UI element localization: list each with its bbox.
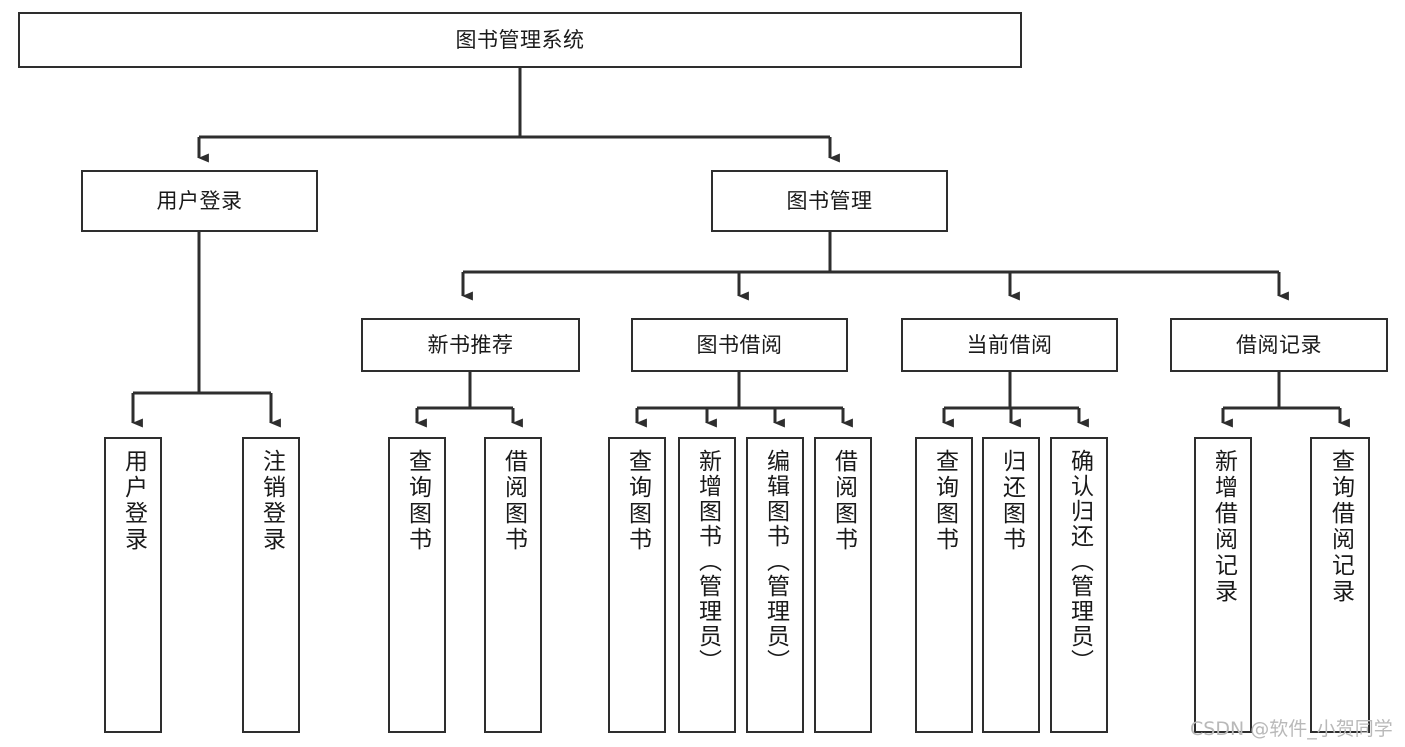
node-label: 图书管理系统 (455, 27, 585, 52)
node-book-management[interactable]: 图书管理 (711, 170, 948, 232)
leaf-return-book[interactable]: 归还图书 (982, 437, 1040, 733)
node-label: 用户登录 (120, 449, 147, 553)
leaf-query-book-new[interactable]: 查询图书 (388, 437, 446, 733)
node-label: 图书借阅 (696, 332, 783, 357)
watermark-csdn: CSDN @软件_小贺同学 (1190, 718, 1393, 740)
leaf-borrow-book[interactable]: 借阅图书 (814, 437, 872, 733)
node-book-borrowing[interactable]: 图书借阅 (631, 318, 848, 372)
node-label: 查询图书 (931, 449, 958, 553)
node-current-borrowing[interactable]: 当前借阅 (901, 318, 1118, 372)
node-borrowing-records[interactable]: 借阅记录 (1170, 318, 1388, 372)
node-label: 借阅图书 (830, 449, 857, 553)
leaf-logout[interactable]: 注销登录 (242, 437, 300, 733)
node-user-login[interactable]: 用户登录 (81, 170, 318, 232)
node-root-book-management-system[interactable]: 图书管理系统 (18, 12, 1022, 68)
node-label: 编辑图书（管理员） (762, 449, 789, 674)
leaf-query-borrow-record[interactable]: 查询借阅记录 (1310, 437, 1370, 733)
node-label: 新增图书（管理员） (694, 449, 721, 674)
node-label: 图书管理 (786, 188, 873, 213)
node-label: 借阅记录 (1236, 332, 1322, 357)
node-label: 查询图书 (624, 449, 651, 553)
node-label: 查询借阅记录 (1327, 449, 1354, 605)
leaf-confirm-return-admin[interactable]: 确认归还（管理员） (1050, 437, 1108, 733)
leaf-add-book-admin[interactable]: 新增图书（管理员） (678, 437, 736, 733)
leaf-borrow-book-new[interactable]: 借阅图书 (484, 437, 542, 733)
leaf-query-book-current[interactable]: 查询图书 (915, 437, 973, 733)
node-label: 新书推荐 (427, 332, 514, 357)
node-label: 查询图书 (404, 449, 431, 553)
leaf-add-borrow-record[interactable]: 新增借阅记录 (1194, 437, 1252, 733)
node-label: 注销登录 (258, 449, 285, 553)
node-label: 确认归还（管理员） (1066, 449, 1093, 674)
leaf-edit-book-admin[interactable]: 编辑图书（管理员） (746, 437, 804, 733)
node-label: 新增借阅记录 (1210, 449, 1237, 605)
node-label: 当前借阅 (966, 332, 1053, 357)
leaf-user-login[interactable]: 用户登录 (104, 437, 162, 733)
node-label: 用户登录 (156, 188, 243, 213)
node-label: 归还图书 (998, 449, 1025, 553)
node-new-book-recommendation[interactable]: 新书推荐 (361, 318, 580, 372)
node-label: 借阅图书 (500, 449, 527, 553)
leaf-query-book-borrow[interactable]: 查询图书 (608, 437, 666, 733)
